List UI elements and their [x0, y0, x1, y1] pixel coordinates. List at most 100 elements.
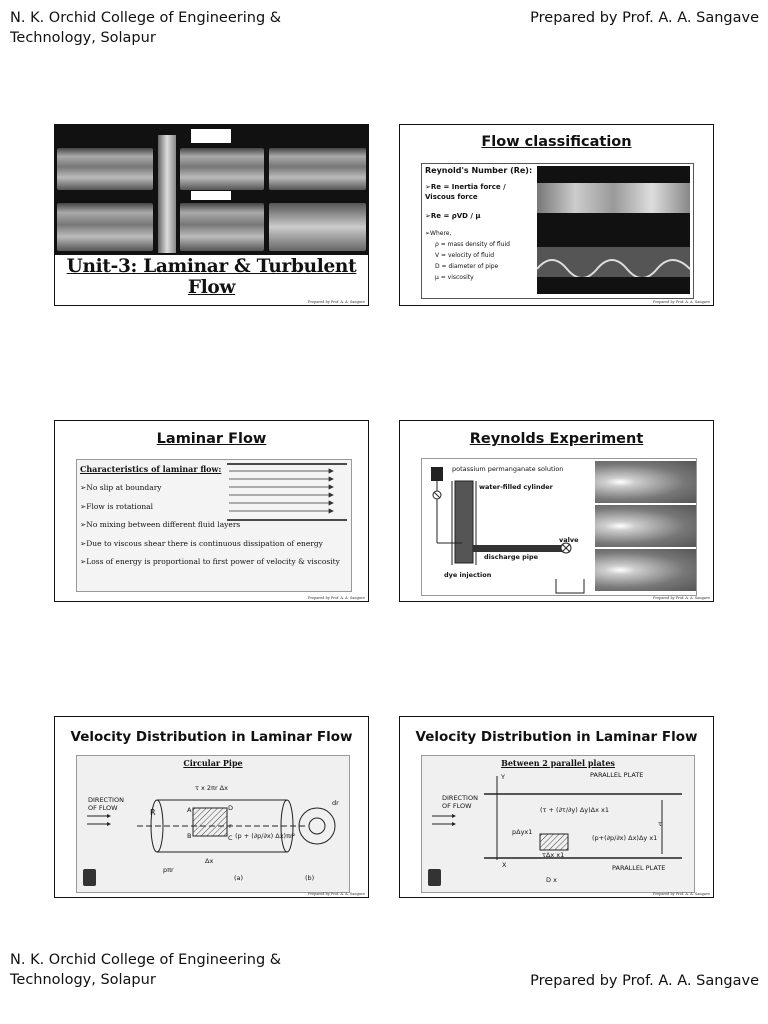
slide-footer: Prepared by Prof. A. A. Sangave: [652, 596, 710, 600]
slide-title: Velocity Distribution in Laminar Flow: [70, 729, 353, 745]
valve-connector: [158, 135, 176, 253]
footer-college-line2: Technology, Solapur: [10, 972, 156, 988]
label-dr: dr: [332, 799, 339, 807]
pressure-label: (p + (∂p/∂x) Δx)πr²: [235, 832, 296, 840]
slide-1: Unit-3: Laminar & Turbulent Flow Prepare…: [54, 124, 369, 306]
where-label: ➢Where,: [425, 230, 452, 237]
slide-content: Between 2 parallel plates PARALLEL PLATE…: [421, 755, 695, 893]
direction-line2: OF FLOW: [88, 804, 118, 812]
header-author: Prepared by Prof. A. A. Sangave: [530, 10, 759, 26]
pressure-left: pΔyx1: [512, 828, 533, 836]
list-item: ➢Flow is rotational: [80, 501, 154, 511]
corner-A: A: [187, 806, 192, 814]
axis-X: X: [502, 861, 507, 869]
list-item: ➢No slip at boundary: [80, 483, 162, 492]
radius-r: r: [229, 822, 232, 830]
slide-title: Unit-3: Laminar & Turbulent Flow: [66, 256, 357, 298]
reynolds-apparatus: [431, 467, 585, 594]
pipe-segment: [269, 203, 366, 251]
formula-inertia: ➢Re = Inertia force / Viscous force: [425, 183, 506, 201]
def-d: D = diameter of pipe: [435, 263, 499, 270]
wave-line: [536, 259, 691, 279]
slide-footer: Prepared by Prof. A. A. Sangave: [652, 892, 710, 896]
footer-author: Prepared by Prof. A. A. Sangave: [530, 973, 759, 989]
laminar-heading: Characteristics of laminar flow:: [80, 464, 222, 474]
wavy-band: [536, 247, 691, 279]
slide-5: Velocity Distribution in Laminar Flow Ci…: [54, 716, 369, 898]
slide-title: Reynolds Experiment: [469, 431, 644, 447]
delta-x: Δx: [205, 857, 214, 865]
slide-footer: Prepared by Prof. A. A. Sangave: [307, 596, 365, 600]
fig-a: (a): [234, 874, 244, 882]
flow-photo: [536, 166, 691, 294]
label-valve: valve: [559, 536, 579, 544]
slide-subtitle: Between 2 parallel plates: [501, 758, 615, 768]
slide-content: Reynold's Number (Re): ➢Re = Inertia for…: [421, 163, 694, 299]
pipe-segment: [180, 203, 264, 251]
pressure-left: pπr: [163, 866, 174, 874]
pdf-icon[interactable]: [83, 869, 96, 886]
turbulent-band: [537, 183, 690, 213]
label-box: [191, 191, 231, 200]
reynolds-heading: Reynold's Number (Re):: [425, 166, 533, 175]
slide-footer: Prepared by Prof. A. A. Sangave: [652, 300, 710, 304]
label-box: [191, 129, 231, 143]
corner-B: B: [187, 832, 192, 840]
def-rho: ρ = mass density of fluid: [435, 241, 510, 248]
pipe-segment: [269, 148, 366, 190]
list-item: ➢Due to viscous shear there is continuou…: [80, 538, 323, 548]
laminar-lines: [227, 463, 347, 521]
dye-photo-transition: [595, 505, 696, 547]
plate-top-label: PARALLEL PLATE: [590, 771, 644, 779]
slide-2: Flow classification Reynold's Number (Re…: [399, 124, 714, 306]
plate-bottom-label: PARALLEL PLATE: [612, 864, 666, 872]
dye-photo-turbulent: [595, 549, 696, 591]
footer-college: N. K. Orchid College of Engineering & Te…: [10, 950, 281, 990]
radius-R: R: [150, 808, 156, 817]
slide-3: Laminar Flow Characteristics of laminar …: [54, 420, 369, 602]
header-college-line1: N. K. Orchid College of Engineering &: [10, 10, 282, 26]
pipe-segment: [180, 148, 264, 190]
reynolds-text: Reynold's Number (Re): ➢Re = Inertia for…: [425, 166, 537, 283]
list-item: ➢Loss of energy is proportional to first…: [80, 557, 340, 566]
shear-label: τ x 2πr Δx: [195, 784, 228, 792]
pipe-segment: [57, 203, 153, 251]
header-college: N. K. Orchid College of Engineering & Te…: [10, 8, 281, 48]
circular-pipe-diagram: [87, 799, 336, 853]
fig-b: (b): [305, 874, 315, 882]
slide-footer: Prepared by Prof. A. A. Sangave: [307, 300, 365, 304]
tau-label: τ: [658, 820, 662, 828]
header-college-line2: Technology, Solapur: [10, 30, 156, 46]
pipe-segment: [57, 148, 153, 190]
direction-line1: DIRECTION: [88, 796, 124, 804]
label-cylinder: water-filled cylinder: [479, 483, 553, 491]
slide-content: potassium permanganate solution water-fi…: [421, 458, 697, 596]
list-item: ➢No mixing between different fluid layer…: [80, 520, 241, 529]
slide-6: Velocity Distribution in Laminar Flow Be…: [399, 716, 714, 898]
laminar-list: Characteristics of laminar flow: ➢No sli…: [80, 464, 340, 576]
slide-footer: Prepared by Prof. A. A. Sangave: [307, 892, 365, 896]
corner-C: C: [228, 834, 233, 842]
direction-line2: OF FLOW: [442, 802, 472, 810]
axis-Y: Y: [501, 773, 505, 781]
footer-college-line1: N. K. Orchid College of Engineering &: [10, 952, 282, 968]
delta-x: D x: [546, 876, 557, 884]
pressure-right: (p+(∂p/∂x) Δx)Δy x1: [592, 834, 658, 842]
slide-content: Characteristics of laminar flow: ➢No sli…: [76, 459, 352, 592]
label-solution: potassium permanganate solution: [452, 465, 564, 473]
def-mu: μ = viscosity: [435, 274, 474, 281]
slide-title: Flow classification: [481, 134, 632, 150]
parallel-plate-diagram: [432, 776, 682, 860]
slide-title: Velocity Distribution in Laminar Flow: [415, 729, 698, 745]
slide-title: Laminar Flow: [156, 431, 267, 447]
dye-photo-laminar: [595, 461, 696, 503]
def-v: V = velocity of fluid: [435, 252, 495, 259]
direction-line1: DIRECTION: [442, 794, 478, 802]
shear-label: (τ + (∂τ/∂y) Δy)Δx x1: [540, 806, 610, 814]
slide-4: Reynolds Experiment potassium permangana…: [399, 420, 714, 602]
pdf-icon[interactable]: [428, 869, 441, 886]
slide-subtitle: Circular Pipe: [183, 758, 243, 768]
